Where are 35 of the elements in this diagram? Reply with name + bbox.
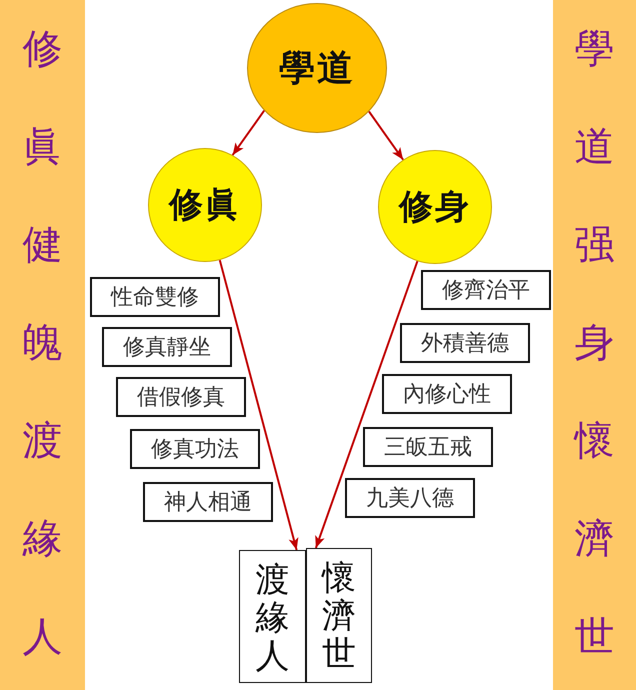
term-text: 內修心性 bbox=[403, 381, 491, 409]
term-text: 神人相通 bbox=[164, 489, 252, 517]
arrow bbox=[314, 260, 418, 548]
term-box bbox=[382, 374, 512, 414]
banner-text: 修眞健魄渡緣人 bbox=[22, 25, 62, 662]
term-text: 外積善德 bbox=[421, 330, 509, 358]
arrow bbox=[232, 110, 266, 156]
term-text: 三皈五戒 bbox=[384, 434, 472, 462]
circle-label: 學道 bbox=[279, 46, 355, 90]
vertical-banner bbox=[553, 0, 636, 690]
motto-box bbox=[239, 550, 306, 683]
motto-text: 渡緣人 bbox=[256, 561, 290, 675]
circle-label: 修身 bbox=[399, 186, 471, 229]
term-box bbox=[116, 377, 246, 417]
term-box bbox=[421, 270, 551, 310]
term-text: 借假修真 bbox=[137, 384, 225, 412]
term-box bbox=[345, 478, 475, 518]
arrow bbox=[368, 110, 404, 160]
term-box bbox=[400, 323, 530, 363]
term-text: 九美八德 bbox=[366, 485, 454, 513]
term-text: 修真功法 bbox=[151, 436, 239, 464]
banner-text: 學道强身懷濟世 bbox=[574, 25, 614, 662]
term-box bbox=[130, 429, 260, 469]
term-text: 修真靜坐 bbox=[123, 334, 211, 362]
term-box bbox=[90, 277, 220, 317]
term-box bbox=[143, 482, 273, 522]
vertical-banner bbox=[0, 0, 85, 690]
motto-box bbox=[306, 548, 372, 683]
term-box bbox=[102, 327, 232, 367]
term-box bbox=[363, 427, 493, 467]
circle-label: 修眞 bbox=[169, 184, 241, 227]
arrow bbox=[218, 260, 298, 550]
term-text: 修齊治平 bbox=[442, 277, 530, 305]
term-text: 性命雙修 bbox=[111, 284, 199, 312]
motto-text: 懷濟世 bbox=[322, 559, 356, 673]
